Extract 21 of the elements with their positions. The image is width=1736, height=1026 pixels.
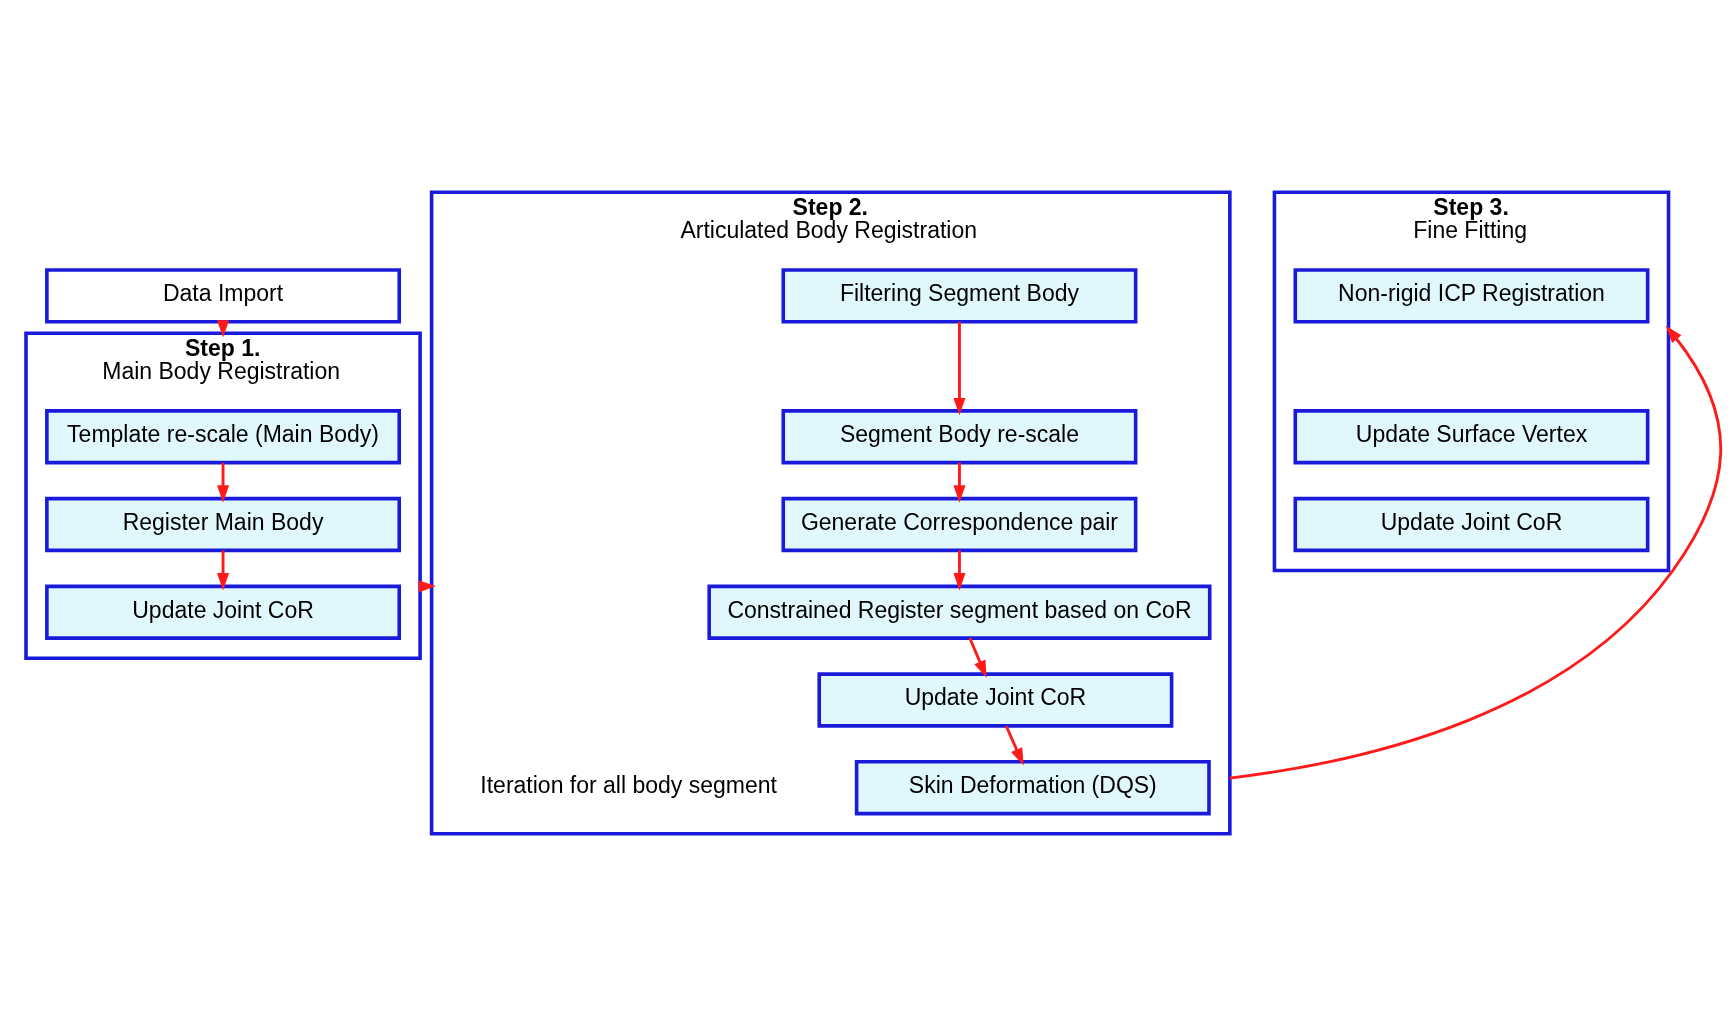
node-box: Register Main Body	[45, 496, 402, 553]
arrow	[1004, 725, 1024, 766]
arrow	[217, 550, 230, 591]
node-box: Filtering Segment Body	[781, 268, 1138, 324]
arrow	[953, 550, 966, 591]
node-box: Update Joint CoR	[45, 584, 402, 640]
node-box: Skin Deformation (DQS)	[854, 760, 1211, 816]
node-label: Iteration for all body segment	[480, 772, 777, 799]
arrow	[953, 462, 966, 503]
node-box: Segment Body re-scale	[781, 409, 1138, 465]
node-box: Update Joint CoR	[817, 672, 1174, 728]
node-box: Constrained Register segment based on CoR	[707, 584, 1212, 640]
arrow	[217, 462, 230, 503]
node-box: Non-rigid ICP Registration	[1293, 268, 1650, 324]
arrow	[953, 321, 966, 416]
arrow	[1229, 325, 1723, 780]
node-box: Update Joint CoR	[1293, 496, 1650, 553]
node-box: Template re-scale (Main Body)	[45, 409, 402, 465]
arrow	[968, 637, 987, 678]
node-box: Update Surface Vertex	[1293, 409, 1650, 465]
node-box: Generate Correspondence pair	[781, 496, 1138, 553]
